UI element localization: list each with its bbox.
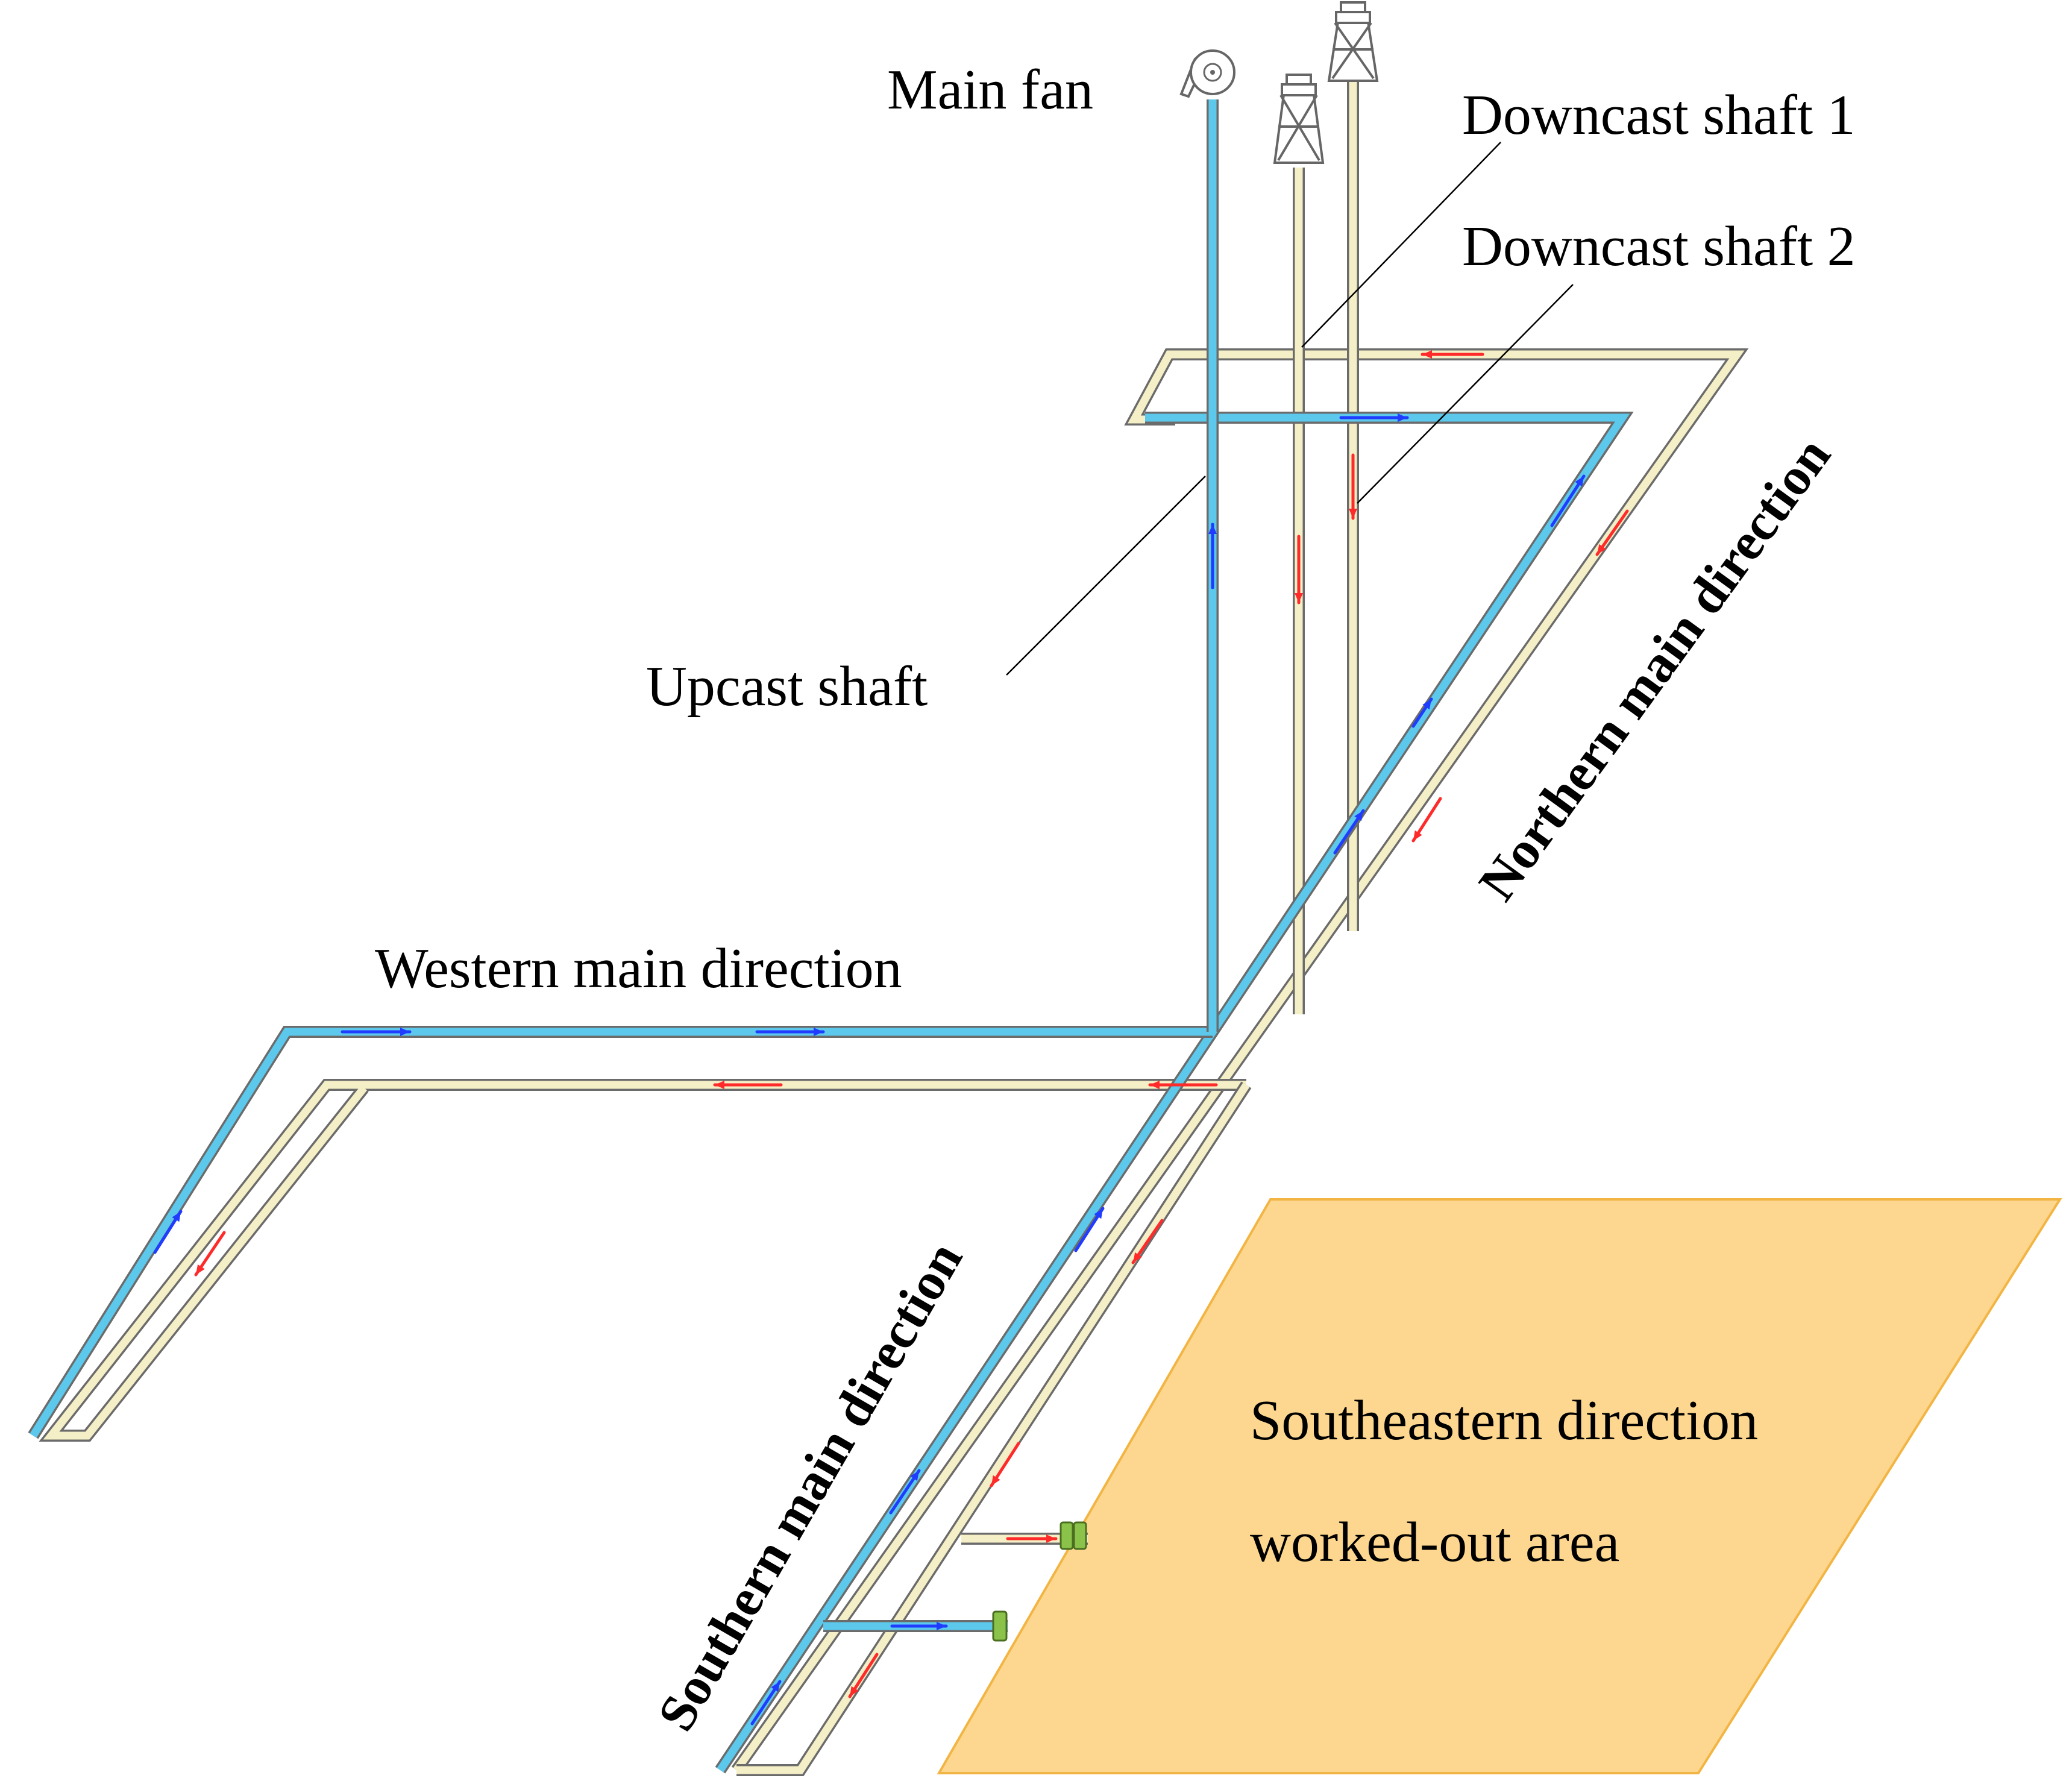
- leader-line-upcast-shaft: [1006, 476, 1206, 676]
- return-flow-arrow-1-head: [1208, 524, 1217, 534]
- intake-flow-arrow-10-head: [850, 1686, 859, 1697]
- return-flow-arrows: [153, 413, 1586, 1726]
- northern-return-airway: [717, 413, 1630, 1773]
- headframe-icon-shaft-1: [1273, 74, 1325, 164]
- downcast-shaft-1-label: Downcast shaft 1: [1462, 84, 1856, 146]
- intake-flow-arrow-8-head: [1133, 1252, 1142, 1263]
- intake-flow-arrow-9-head: [991, 1475, 1000, 1486]
- intake-flow-arrow-6-head: [1597, 544, 1606, 554]
- intake-flow-arrow-3-head: [1150, 1081, 1160, 1089]
- western-main-direction-label: Western main direction: [375, 937, 902, 1000]
- intake-flow-arrow-4-head: [1295, 593, 1303, 603]
- seal-lower: [992, 1610, 1008, 1642]
- worked-out-area: [937, 1198, 2062, 1774]
- return-flow-arrow-6-head: [1354, 811, 1363, 821]
- intake-flow-arrow-12-head: [1046, 1534, 1056, 1543]
- northern-main-direction-label: Northern main direction: [1468, 427, 1842, 911]
- intake-flow-arrow-1-head: [1422, 350, 1432, 359]
- intake-flow-arrows: [194, 350, 1629, 1698]
- seal-upper: [1060, 1521, 1087, 1550]
- leader-line-downcast-shaft-2: [1357, 284, 1574, 504]
- return-flow-arrow-8-head: [910, 1471, 919, 1481]
- intake-flow-arrow-5-head: [1349, 509, 1357, 518]
- upcast-shaft-label: Upcast shaft: [646, 655, 928, 718]
- western-intake-airway: [43, 1081, 1246, 1440]
- worked-out-area-label-line-1: Southeastern direction: [1250, 1389, 1758, 1452]
- western-return-airway: [30, 1028, 1213, 1438]
- main-fan-icon: [1179, 49, 1235, 98]
- intake-flow-arrow-7-head: [1413, 830, 1422, 841]
- intake-flow-arrow-2-head: [715, 1081, 724, 1089]
- southern-intake-airway: [736, 1082, 1250, 1774]
- return-flow-arrow-5-head: [1575, 476, 1584, 487]
- headframe-icon-shaft-2: [1327, 1, 1379, 82]
- return-flow-arrow-2-head: [400, 1028, 410, 1036]
- return-flow-arrow-12-head: [1422, 699, 1431, 710]
- return-flow-arrow-11-head: [937, 1622, 946, 1630]
- return-flow-arrow-4-head: [1398, 413, 1407, 422]
- intake-flow-arrow-11-head: [196, 1264, 205, 1275]
- return-flow-arrow-3-head: [814, 1028, 823, 1036]
- return-flow-arrow-5: [1550, 474, 1586, 527]
- return-flow-arrow-7-head: [1094, 1208, 1103, 1219]
- return-flow-arrow-10-head: [172, 1211, 181, 1222]
- worked-out-area-label-line-2: worked-out area: [1250, 1511, 1619, 1574]
- leader-line-downcast-shaft-1: [1301, 142, 1501, 348]
- return-flow-arrow-9-head: [771, 1682, 780, 1692]
- downcast-shaft-2-label: Downcast shaft 2: [1462, 215, 1856, 278]
- main-fan-label: Main fan: [887, 58, 1093, 121]
